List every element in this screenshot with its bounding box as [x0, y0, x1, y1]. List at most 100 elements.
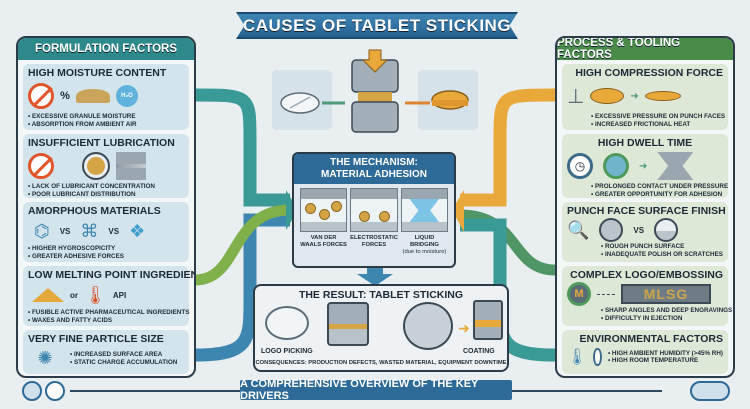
bullet: GREATER OPPORTUNITY FOR ADHESION	[591, 191, 723, 199]
press-illustration	[272, 49, 478, 133]
bullet-list: EXCESSIVE GRANULE MOISTUREABSORPTION FRO…	[28, 113, 184, 128]
bullet: LACK OF LUBRICANT CONCENTRATION	[28, 183, 184, 191]
sticking-punch-icon	[327, 302, 369, 346]
bullet: GREATER ADHESIVE FORCES	[28, 253, 184, 261]
footer-banner: A COMPREHENSIVE OVERVIEW OF THE KEY DRIV…	[240, 378, 512, 402]
title-banner: CAUSES OF TABLET STICKING	[236, 12, 518, 39]
api-label: API	[112, 290, 127, 300]
card-complex-logo: COMPLEX LOGO/EMBOSSING M MLSG SHARP ANGL…	[562, 266, 732, 326]
panel-title: PROCESS & TOOLING FACTORS	[557, 38, 733, 61]
card-title: HIGH DWELL TIME	[597, 137, 693, 149]
embossed-logo-icon: MLSG	[621, 284, 711, 304]
bullet: INCREASED SURFACE AREA	[70, 351, 177, 359]
melting-powder-icon	[32, 288, 64, 302]
mechanism-item-electrostatic: ELECTROSTATIC FORCES	[350, 235, 398, 256]
bullet: ROUGH PUNCH SURFACE	[601, 243, 723, 251]
coated-punch-icon	[473, 300, 503, 340]
card-title: HIGH COMPRESSION FORCE	[575, 67, 723, 79]
card-title: COMPLEX LOGO/EMBOSSING	[570, 269, 723, 281]
bullet-list: INCREASED SURFACE AREASTATIC CHARGE ACCU…	[70, 351, 177, 366]
bullet: ABSORPTION FROM AMBIENT AIR	[28, 121, 184, 129]
arrowhead-down	[357, 274, 393, 286]
card-amorphous-materials: AMORPHOUS MATERIALS ⌬ VS ⌘ VS ❖ HIGHER H…	[23, 202, 189, 262]
card-low-melting-point: LOW MELTING POINT INGREDIENTS or 🌡 API F…	[23, 266, 196, 326]
coating-label: COATING	[463, 348, 495, 355]
bullet: FUSIBLE ACTIVE PHARMACEUTICAL INGREDIENT…	[28, 309, 189, 317]
mechanism-title-line1: THE MECHANISM:	[330, 157, 418, 168]
card-environmental-factors: ENVIRONMENTAL FACTORS 🌡 HIGH AMBIENT HUM…	[562, 330, 728, 374]
flow-arrow-green-left	[194, 204, 291, 286]
consequences-text: CONSEQUENCES: PRODUCTION DEFECTS, WASTED…	[255, 360, 507, 366]
mechanism-item-van-der-waals: VAN DER WAALS FORCES	[300, 235, 347, 256]
bullet-list: FUSIBLE ACTIVE PHARMACEUTICAL INGREDIENT…	[28, 309, 189, 324]
liquid-bridging-illustration	[400, 188, 448, 232]
formulation-factors-panel: FORMULATION FACTORS HIGH MOISTURE CONTEN…	[16, 36, 196, 378]
badge-icon	[22, 381, 42, 401]
smooth-surface-icon	[654, 218, 679, 242]
vs-label: VS	[59, 226, 71, 236]
granules-icon	[76, 89, 110, 103]
punch-dwell-icon	[657, 152, 694, 180]
electrostatic-illustration	[350, 188, 398, 232]
card-title: HIGH MOISTURE CONTENT	[28, 67, 167, 79]
vs-label: VS	[108, 226, 120, 236]
divider	[70, 390, 240, 392]
bullet: INCREASED FRICTIONAL HEAT	[591, 121, 723, 129]
flow-arrow-blue-bottom	[194, 213, 290, 362]
molecule-network-icon: ⌬	[34, 220, 50, 241]
arrowhead-right	[452, 190, 464, 232]
flow-arrow-green-right	[459, 209, 556, 276]
mechanism-label: ELECTROSTATIC FORCES	[350, 235, 398, 248]
timer-icon	[603, 153, 629, 179]
press-icon: ⊥	[567, 85, 585, 108]
bullet: STATIC CHARGE ACCUMULATION	[70, 359, 177, 367]
flow-arrow-orange-top	[460, 88, 556, 207]
card-fine-particle-size: VERY FINE PARTICLE SIZE ✺ INCREASED SURF…	[23, 330, 189, 374]
bullet: HIGHER HYGROSCOPICITY	[28, 245, 184, 253]
card-title: ENVIRONMENTAL FACTORS	[579, 333, 723, 345]
bullet: HIGH ROOM TEMPERATURE	[608, 357, 723, 365]
card-title: PUNCH FACE SURFACE FINISH	[567, 205, 726, 217]
card-title: VERY FINE PARTICLE SIZE	[28, 333, 164, 345]
arrow-right-icon: ➜	[458, 320, 470, 336]
punch-gap-icon	[116, 152, 146, 180]
bullet: DIFFICULTY IN EJECTION	[601, 315, 723, 323]
amorphous-tangle-icon: ⌘	[80, 220, 99, 241]
result-title: THE RESULT: TABLET STICKING	[298, 289, 464, 301]
flow-arrow-teal-top	[194, 88, 290, 207]
arrow-right-icon: ➜	[630, 90, 639, 102]
mechanism-title: THE MECHANISM: MATERIAL ADHESION	[294, 154, 454, 184]
vs-label: VS	[633, 225, 645, 235]
card-title: INSUFFICIENT LUBRICATION	[28, 137, 175, 149]
or-label: or	[70, 290, 78, 300]
no-water-icon	[28, 83, 54, 109]
logo-picking-tablet-icon	[265, 306, 309, 340]
compressed-tablet-icon	[644, 91, 681, 101]
card-punch-face-finish: PUNCH FACE SURFACE FINISH 🔍 VS ROUGH PUN…	[562, 202, 728, 262]
magnified-surface-icon	[403, 302, 453, 350]
bullet: PROLONGED CONTACT UNDER PRESSURE	[591, 183, 728, 191]
badge-icon	[45, 381, 65, 401]
crystal-lattice-icon: ❖	[129, 220, 146, 241]
bullet-list: ROUGH PUNCH SURFACEINADEQUATE POLISH OR …	[601, 243, 723, 258]
card-high-moisture: HIGH MOISTURE CONTENT % H₂O EXCESSIVE GR…	[23, 64, 189, 130]
bullet: INADEQUATE POLISH OR SCRATCHES	[601, 251, 723, 259]
rough-surface-icon	[599, 218, 624, 242]
fine-particle-charge-icon: ✺	[37, 348, 53, 368]
particle-magnified-icon	[82, 152, 110, 180]
humidity-gauge-icon	[593, 348, 602, 366]
bullet: SHARP ANGLES AND DEEP ENGRAVINGS	[601, 307, 732, 315]
mechanism-title-line2: MATERIAL ADHESION	[321, 169, 427, 180]
bullet-list: EXCESSIVE PRESSURE ON PUNCH FACESINCREAS…	[591, 113, 725, 129]
card-title: LOW MELTING POINT INGREDIENTS	[28, 269, 196, 281]
badge-icon	[690, 381, 730, 401]
divider	[512, 390, 662, 392]
mechanism-label: LIQUID BRIDGING	[409, 235, 439, 248]
bullet-list: SHARP ANGLES AND DEEP ENGRAVINGSDIFFICUL…	[601, 307, 732, 323]
arrow-right-icon: ➜	[639, 160, 648, 172]
water-molecule-icon: H₂O	[116, 85, 138, 107]
logo-picking-label: LOGO PICKING	[261, 348, 313, 355]
process-tooling-factors-panel: PROCESS & TOOLING FACTORS HIGH COMPRESSI…	[555, 36, 735, 378]
mechanism-item-liquid-bridging: LIQUID BRIDGING(due to moisture)	[401, 235, 448, 256]
